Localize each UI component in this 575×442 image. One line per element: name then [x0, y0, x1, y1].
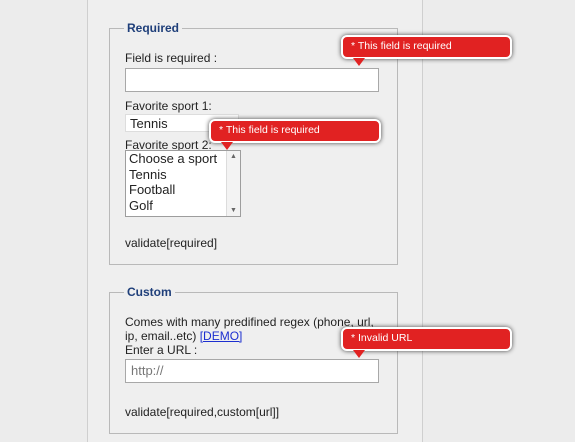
sport1-label: Favorite sport 1:	[125, 99, 212, 113]
tooltip-arrow-icon	[221, 142, 233, 150]
field-required-tooltip: * This field is required	[341, 35, 512, 66]
required-fieldset: Required Field is required : Favorite sp…	[109, 21, 398, 265]
tooltip-text: * This field is required	[219, 124, 320, 136]
custom-fieldset: Custom Comes with many predifined regex …	[109, 285, 398, 434]
tooltip-arrow-icon	[353, 350, 365, 358]
tooltip-text: * Invalid URL	[351, 332, 413, 344]
sport2-listbox[interactable]: Choose a sport Tennis Football Golf ▲ ▼	[125, 150, 241, 217]
sport-required-tooltip: * This field is required	[209, 119, 381, 150]
sport2-option[interactable]: Tennis	[129, 166, 167, 182]
url-label: Enter a URL :	[125, 343, 198, 357]
scroll-up-icon[interactable]: ▲	[230, 153, 237, 160]
scroll-down-icon[interactable]: ▼	[230, 207, 237, 214]
custom-legend: Custom	[124, 285, 175, 299]
custom-validate-text: validate[required,custom[url]]	[125, 405, 280, 419]
invalid-url-tooltip: * Invalid URL	[341, 327, 512, 358]
demo-link[interactable]: [DEMO]	[199, 329, 243, 343]
sport2-label: Favorite sport 2:	[125, 138, 212, 152]
required-validate-text: validate[required]	[125, 236, 218, 250]
sport2-option[interactable]: Choose a sport	[129, 151, 218, 166]
custom-description-text: Comes with many predifined regex (phone,…	[125, 315, 374, 343]
field-required-label: Field is required :	[125, 51, 218, 65]
sport1-selected-value: Tennis	[130, 116, 168, 131]
tooltip-text: * This field is required	[351, 40, 452, 52]
sport2-option[interactable]: Football	[129, 182, 176, 197]
required-legend: Required	[124, 21, 183, 35]
field-required-input[interactable]	[125, 68, 379, 92]
url-input[interactable]: http://	[125, 359, 379, 383]
custom-description: Comes with many predifined regex (phone,…	[125, 315, 387, 343]
sport2-option[interactable]: Golf	[129, 197, 153, 213]
tooltip-arrow-icon	[353, 58, 365, 66]
sport2-scrollbar[interactable]: ▲ ▼	[226, 151, 240, 216]
